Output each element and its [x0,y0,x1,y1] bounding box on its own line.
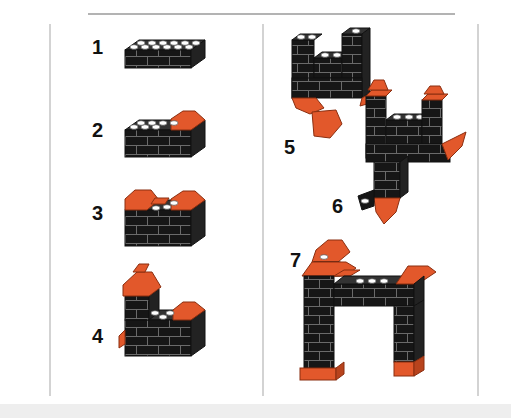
brick-step [125,190,205,246]
brick-step [125,111,205,157]
frame-line [262,24,264,396]
frame-line [88,13,455,15]
step-number: 2 [92,120,103,140]
frame-line [49,24,51,396]
step-number: 1 [92,37,103,57]
step-number: 3 [92,203,103,223]
step-number: 7 [290,250,301,270]
brick-step [125,40,205,68]
brick-step [300,240,436,380]
brick-step [358,80,466,224]
step-number: 4 [92,326,103,346]
frame-line [477,24,479,396]
brick-step [119,264,205,356]
step-number: 6 [332,196,343,216]
step-number: 5 [284,137,295,157]
bottom-band [0,404,511,418]
